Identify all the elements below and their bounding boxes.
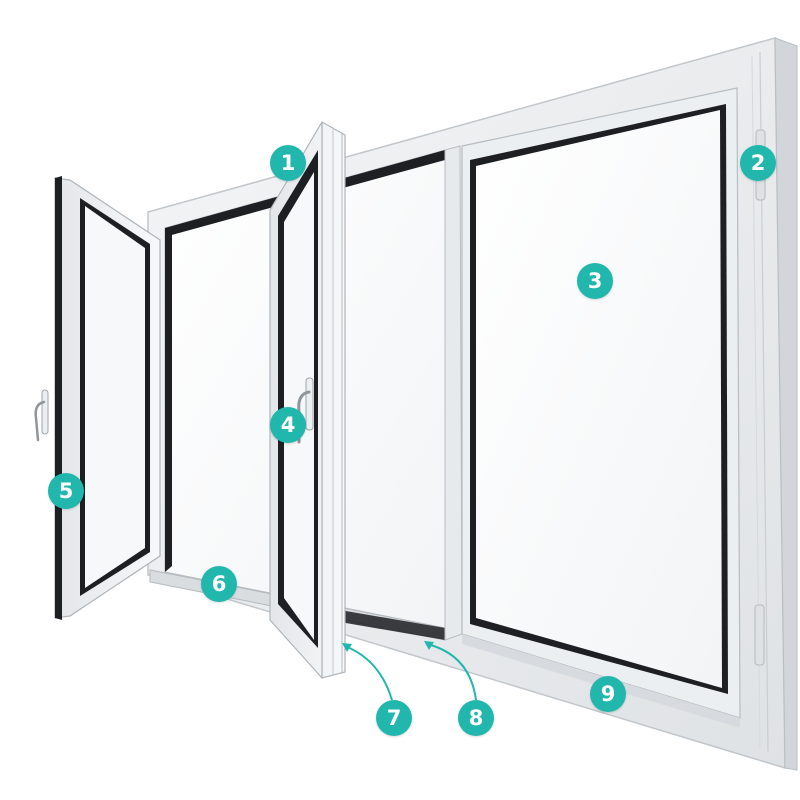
left-sash [54, 176, 161, 620]
callout-8: 8 [458, 700, 494, 736]
callout-4: 4 [270, 407, 306, 443]
fixed-panel [461, 87, 741, 728]
left-handle [34, 389, 49, 442]
callout-5: 5 [48, 473, 84, 509]
callout-3: 3 [577, 263, 613, 299]
callout-1: 1 [270, 145, 306, 181]
callout-9: 9 [590, 676, 626, 712]
callout-7: 7 [376, 700, 412, 736]
callout-2: 2 [740, 145, 776, 181]
leader-lines [342, 641, 477, 701]
callout-6: 6 [201, 566, 237, 602]
mullion [444, 145, 463, 641]
